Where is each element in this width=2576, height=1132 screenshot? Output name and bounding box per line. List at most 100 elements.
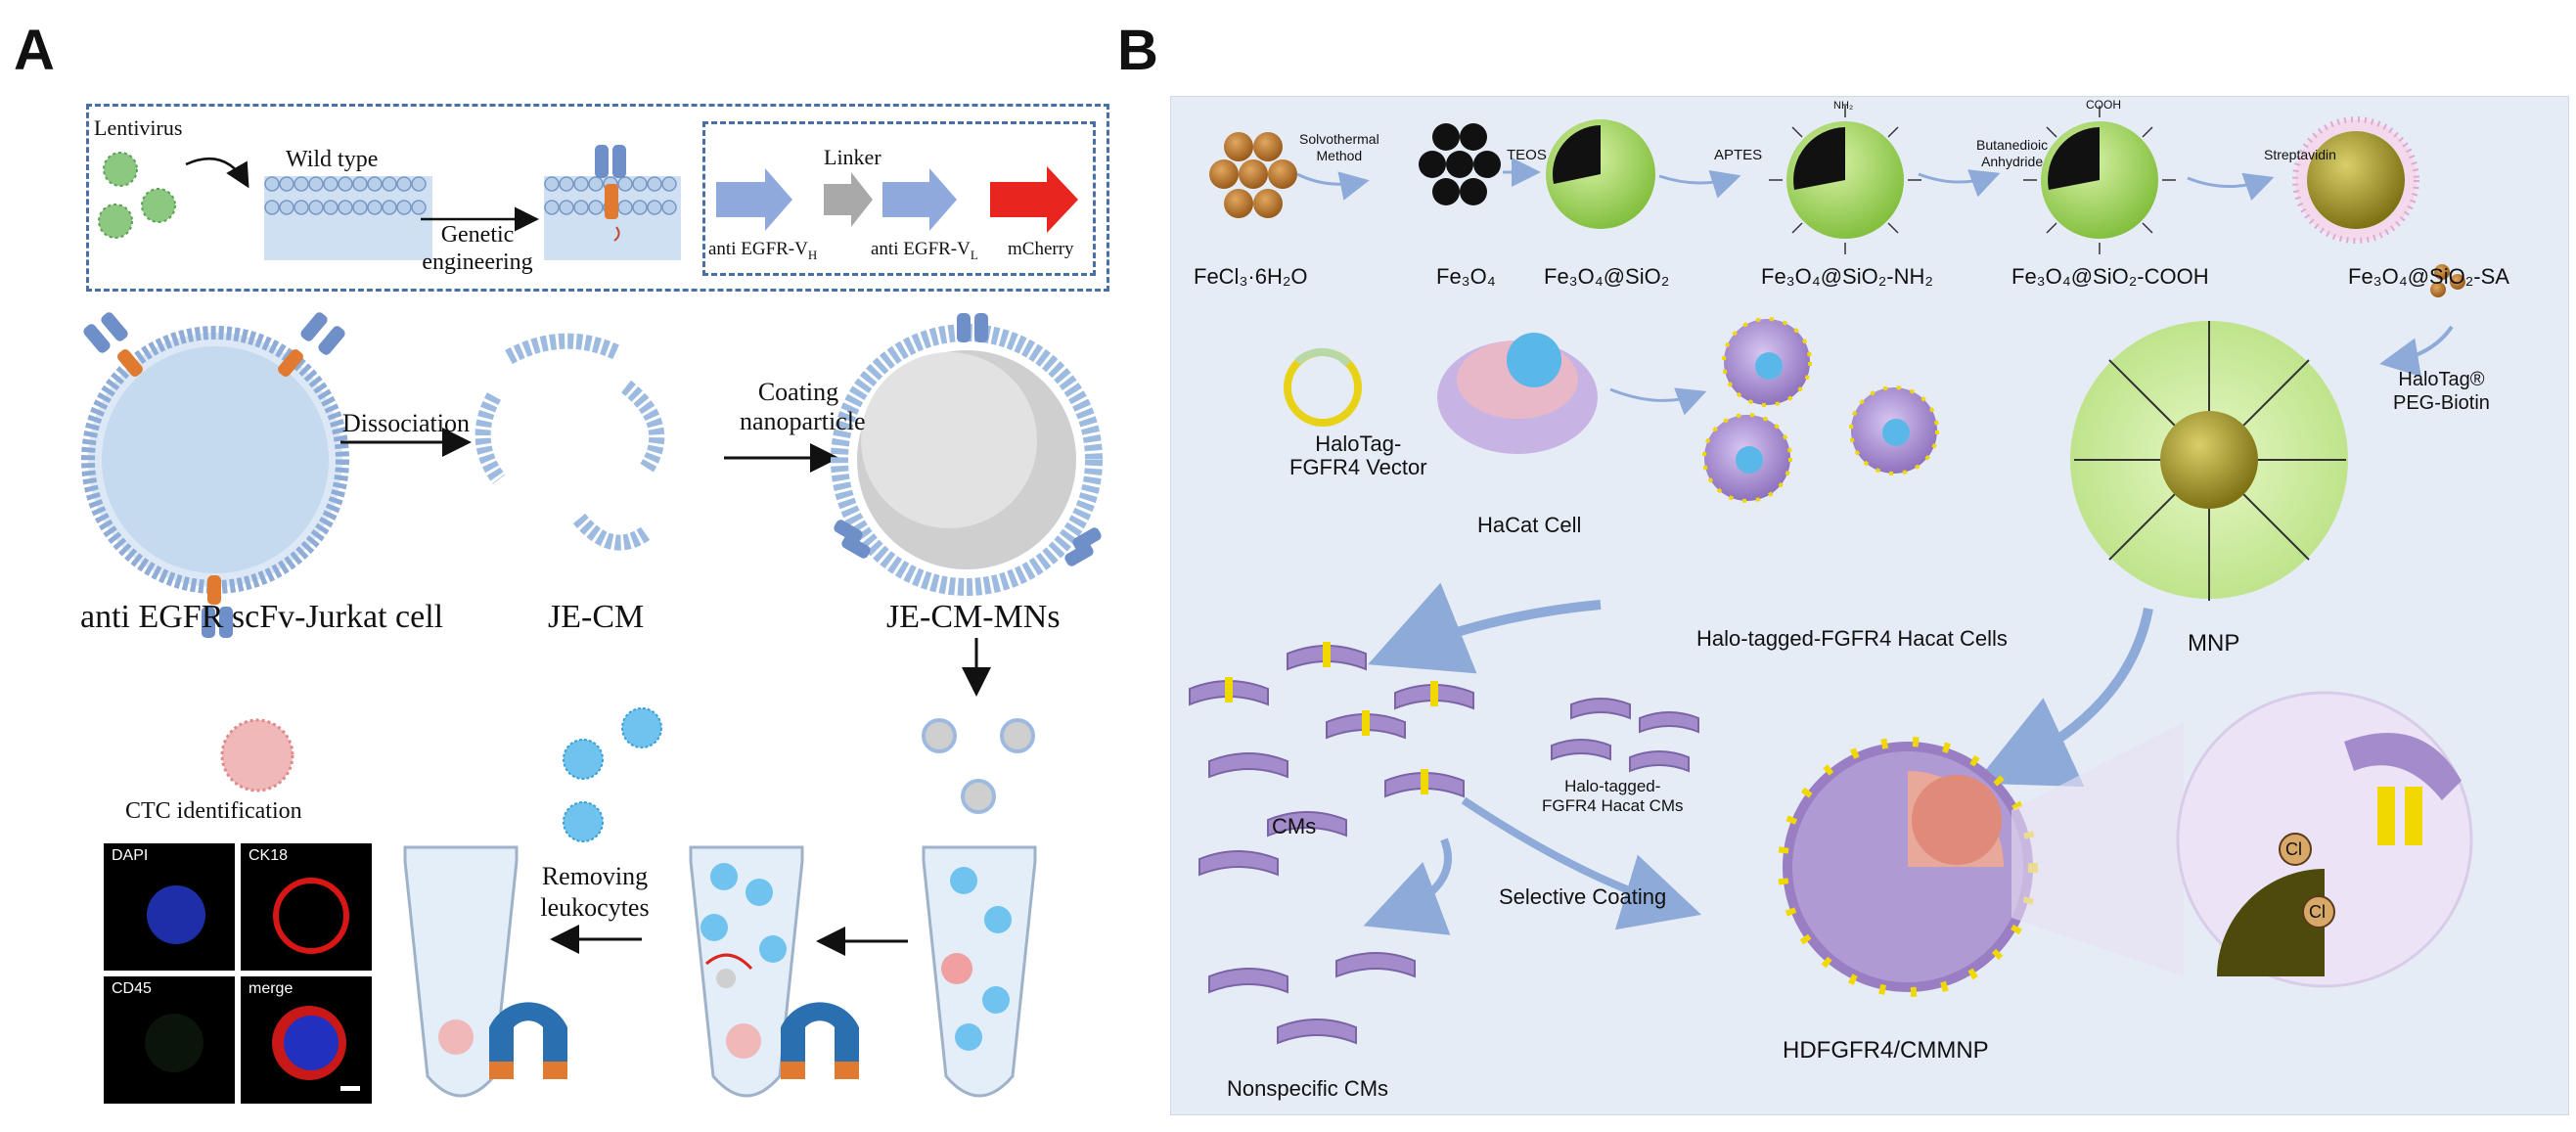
solvothermal-label: Solvothermal Method — [1299, 131, 1379, 164]
fe3o4-label: Fe₃O₄ — [1436, 264, 1496, 289]
fe3o4-sio2-nh2-label: Fe₃O₄@SiO₂-NH₂ — [1761, 264, 1933, 289]
je-cm-label: JE-CM — [548, 599, 645, 635]
hacat-cell-icon — [1437, 333, 1598, 454]
nonspecific-cms-icon — [1208, 952, 1416, 1045]
halo-cms-line1: Halo-tagged- — [1564, 777, 1661, 795]
cms-receptors — [1225, 642, 1438, 794]
streptavidin-label: Streptavidin — [2264, 147, 2336, 162]
mn-beads-icon — [922, 718, 1035, 814]
vh-text: anti EGFR-V — [708, 239, 808, 259]
construct-vh-arrow — [716, 168, 792, 231]
hdfgfr4-label: HDFGFR4/CMMNP — [1783, 1037, 1989, 1064]
construct-vh-label: anti EGFR-VH — [708, 239, 817, 263]
construct-linker-arrow — [824, 172, 873, 227]
teos-label: TEOS — [1507, 147, 1547, 163]
vh-sub: H — [807, 247, 818, 262]
dapi-label: DAPI — [112, 847, 149, 864]
removing-leukocytes-label: Removing leukocytes — [536, 861, 654, 924]
cd45-label: CD45 — [112, 980, 152, 997]
halo-cms-icon — [1551, 698, 1699, 773]
butanedioic-label: Butanedioic Anhydride — [1976, 137, 2048, 170]
fecl3-particles-icon — [1209, 132, 1297, 218]
zoom-inset-icon — [2176, 691, 2473, 988]
halo-tagged-cells-icon — [1702, 317, 1939, 503]
selective-coating-label: Selective Coating — [1499, 884, 1667, 909]
vl-sub: L — [970, 247, 978, 262]
fe3o4-sio2-sa-sphere-icon — [2292, 116, 2419, 244]
je-cm-mns-icon — [831, 313, 1103, 596]
panel-b-graphics — [1189, 106, 2473, 1045]
nonspecific-cms-label: Nonspecific CMs — [1227, 1076, 1389, 1101]
jurkat-cell-icon — [81, 312, 349, 638]
solvothermal-line1: Solvothermal — [1299, 131, 1379, 147]
fe3o4-sio2-sa-label: Fe₃O₄@SiO₂-SA — [2348, 264, 2509, 289]
construct-vl-label: anti EGFR-VL — [871, 239, 978, 263]
halotag-vector-label: HaloTag- FGFR4 Vector — [1289, 432, 1427, 479]
panel-a-letter: A — [14, 19, 55, 82]
butanedioic-line1: Butanedioic — [1976, 137, 2049, 153]
halotag-peg-biotin-icon — [2430, 264, 2465, 297]
fe3o4-sio2-cooh-sphere-icon — [2023, 106, 2176, 254]
peg-line1: HaloTag® — [2398, 369, 2485, 390]
removing-line2: leukocytes — [540, 893, 650, 922]
fecl3-label: FeCl₃·6H₂O — [1194, 264, 1308, 289]
engineered-membrane-icon — [544, 145, 681, 260]
vl-text: anti EGFR-V — [871, 239, 971, 259]
fe3o4-sio2-label: Fe₃O₄@SiO₂ — [1544, 264, 1670, 289]
jurkat-cell-label: anti EGFR scFv-Jurkat cell — [80, 599, 444, 635]
tube-3-icon — [922, 845, 1037, 1098]
halotag-peg-label: HaloTag® PEG-Biotin — [2393, 368, 2490, 415]
merge-label: merge — [249, 980, 294, 997]
leukocyte-cells-icon — [563, 707, 662, 842]
cl-label-1: Cl — [2285, 839, 2302, 859]
construct-mcherry-arrow — [990, 166, 1078, 233]
dissociation-label: Dissociation — [342, 409, 470, 437]
engineering-dashed-box — [86, 104, 1109, 292]
mnp-label: MNP — [2188, 630, 2240, 657]
coating-line1: Coating — [757, 378, 839, 406]
fe3o4-sio2-sphere-icon — [1546, 119, 1655, 229]
ck18-label: CK18 — [249, 847, 289, 864]
solvothermal-line2: Method — [1316, 148, 1363, 163]
construct-vl-arrow — [882, 168, 957, 231]
mcherry-label: mCherry — [1008, 239, 1074, 259]
halotag-vector-icon — [1284, 347, 1362, 427]
halo-cms-line2: FGFR4 Hacat CMs — [1542, 796, 1684, 815]
coating-label: Coating nanoparticle — [740, 378, 866, 436]
fe3o4-sio2-cooh-label: Fe₃O₄@SiO₂-COOH — [2011, 264, 2209, 289]
fe3o4-sio2-nh2-sphere-icon — [1769, 106, 1921, 254]
nh2-group-label: NH₂ — [1833, 100, 1854, 112]
panel-a-graphics — [81, 145, 1103, 1104]
hacat-cell-label: HaCat Cell — [1477, 513, 1582, 537]
vector-line2: FGFR4 Vector — [1289, 455, 1427, 479]
coating-line2: nanoparticle — [740, 407, 866, 435]
ctc-cell-icon — [220, 718, 294, 792]
wild-type-label: Wild type — [286, 147, 379, 172]
cl-label-2: Cl — [2309, 902, 2326, 922]
butanedioic-line2: Anhydride — [1981, 154, 2044, 169]
genetic-label-line2: engineering — [422, 249, 533, 275]
micrograph-grid — [104, 843, 372, 1104]
tube-2-icon — [689, 845, 859, 1098]
lentivirus-label: Lentivirus — [94, 115, 183, 140]
cms-label: CMs — [1272, 814, 1317, 838]
je-cm-mns-label: JE-CM-MNs — [886, 599, 1061, 635]
mnp-sphere-icon — [2070, 321, 2348, 601]
cooh-group-label: COOH — [2086, 98, 2121, 112]
wild-type-membrane-icon — [264, 176, 432, 260]
linker-label: Linker — [824, 145, 881, 169]
tube-1-icon — [403, 845, 567, 1098]
aptes-label: APTES — [1714, 147, 1763, 163]
genetic-label-line1: Genetic — [440, 222, 515, 248]
ctc-identification-label: CTC identification — [125, 798, 302, 824]
halo-cms-label: Halo-tagged- FGFR4 Hacat CMs — [1542, 777, 1684, 816]
panel-b-letter: B — [1117, 19, 1158, 82]
hdfgfr4-cmmnp-icon — [1778, 737, 2038, 997]
removing-line1: Removing — [541, 862, 649, 890]
genetic-engineering-label: Genetic engineering — [421, 221, 534, 276]
vector-line1: HaloTag- — [1315, 431, 1402, 456]
lentivirus-icon — [98, 152, 176, 239]
fe3o4-particles-icon — [1419, 123, 1501, 205]
je-cm-fragments-icon — [475, 333, 665, 551]
peg-line2: PEG-Biotin — [2393, 392, 2490, 414]
